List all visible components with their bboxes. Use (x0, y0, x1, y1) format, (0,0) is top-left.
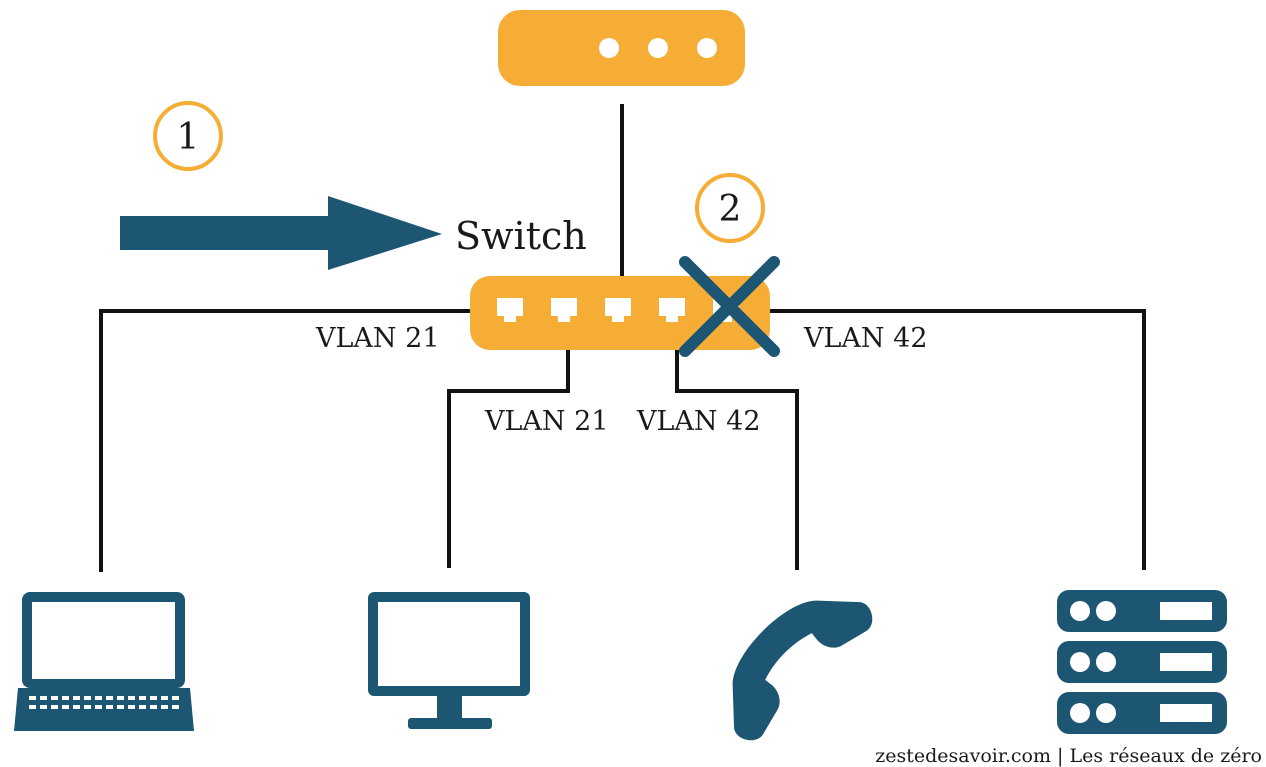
step-number: 1 (177, 117, 200, 158)
vlan-label-desktop: VLAN 21 (484, 406, 609, 437)
wires (99, 104, 1146, 572)
wire-server (735, 309, 1146, 570)
step-marker-1: 1 (153, 101, 223, 171)
server-rack-icon (1057, 590, 1227, 734)
wire-laptop (99, 309, 510, 572)
vlan-label-server: VLAN 42 (803, 323, 928, 354)
switch-port (551, 298, 577, 322)
laptop-icon (14, 592, 194, 731)
wire-desktop (447, 316, 570, 568)
desktop-monitor-icon (368, 592, 530, 729)
telephone-handset-icon (732, 600, 873, 741)
footer-credit: zestedesavoir.com | Les réseaux de zéro (875, 745, 1262, 767)
router-icon (498, 10, 745, 86)
switch-icon (470, 276, 770, 350)
switch-label: Switch (455, 214, 587, 258)
arrow-right-icon (120, 196, 442, 270)
switch-port (497, 298, 523, 322)
vlan-label-laptop: VLAN 21 (315, 323, 440, 354)
switch-port (659, 298, 685, 322)
step-number: 2 (719, 189, 742, 230)
blocked-cross-icon (679, 256, 780, 357)
vlan-label-phone: VLAN 42 (636, 406, 761, 437)
wire-phone (675, 316, 799, 570)
switch-port (605, 298, 631, 322)
step-marker-2: 2 (695, 173, 765, 243)
